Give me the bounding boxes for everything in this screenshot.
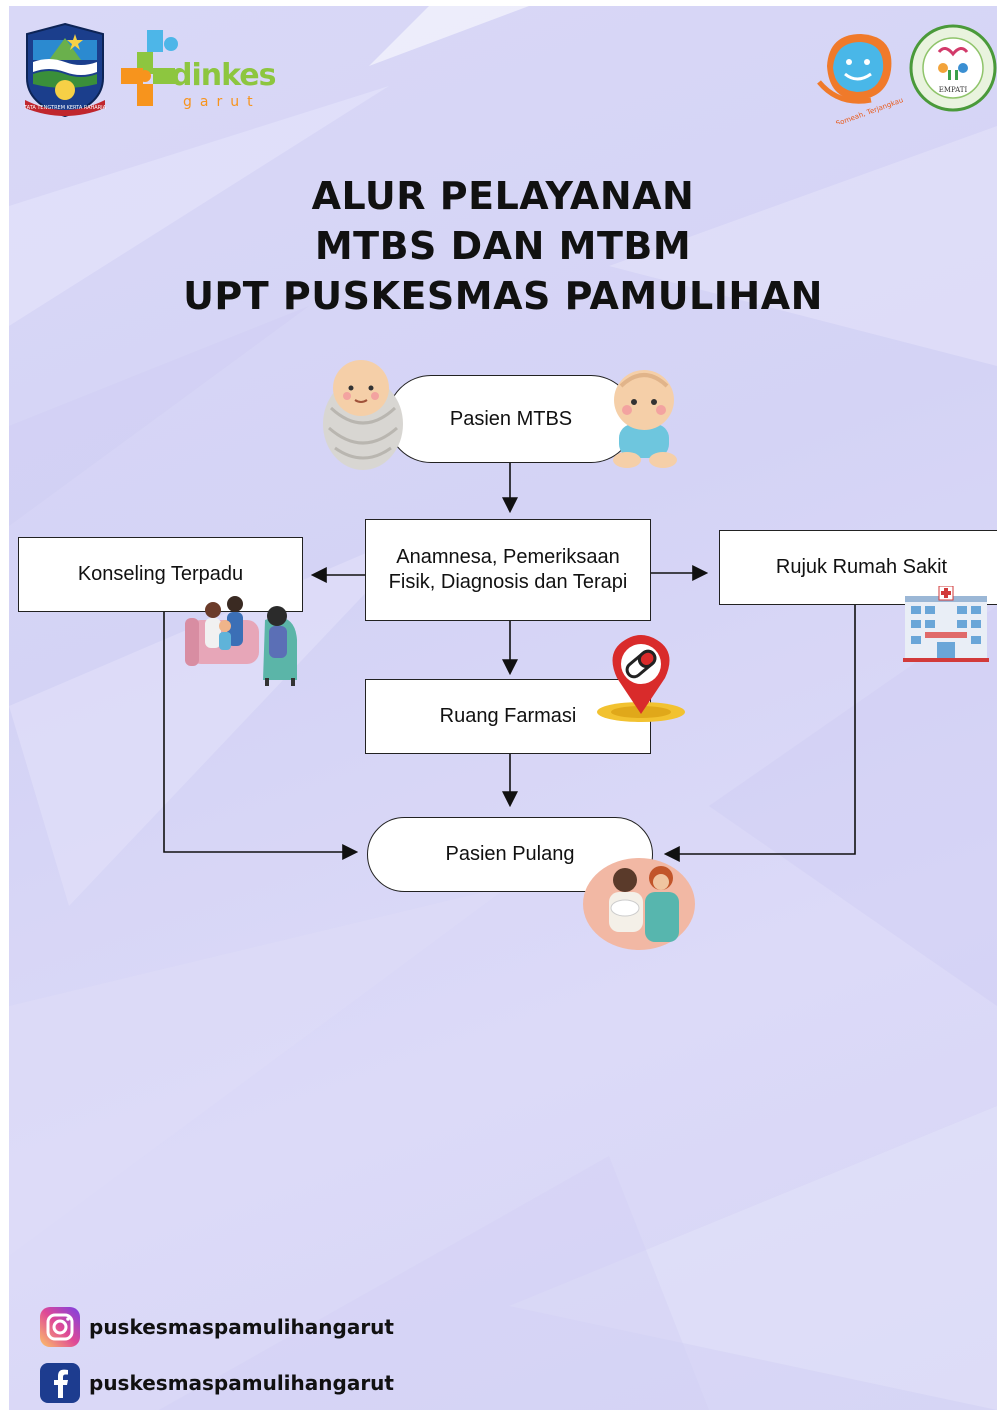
arrow-counseling-to-end [163,611,359,860]
hospital-icon [903,586,989,662]
dinkes-sub: garut [183,94,261,110]
flow-connectors [163,462,856,862]
regency-motto: TATA TENGTREM KERTA RAHARJA [23,105,107,111]
title-line-2: MTBS DAN MTBM [314,224,692,268]
mother-nurse-icon [583,858,695,950]
facebook-handle[interactable]: puskesmaspamulihangarut [89,1371,394,1395]
instagram-row[interactable]: puskesmaspamulihangarut [39,1306,394,1348]
start-node: Pasien MTBS [387,375,635,463]
sitting-baby-icon [613,370,677,468]
title-line-1: ALUR PELAYANAN [311,174,695,218]
arrow-referral-to-end [663,604,856,862]
counseling-label: Konseling Terpadu [77,563,244,585]
dinkes-logo: dinkes garut [117,24,277,114]
swaddled-baby-icon [323,360,403,470]
facebook-row[interactable]: puskesmaspamulihangarut [39,1362,394,1404]
instagram-icon [40,1307,80,1347]
start-label: Pasien MTBS [449,407,573,430]
instagram-handle[interactable]: puskesmaspamulihangarut [89,1315,394,1339]
background-decoration [9,6,997,1410]
referral-label: Rujuk Rumah Sakit [775,556,948,578]
smile-logo-icon: Sigap, Someah, Terjangkau [812,34,904,124]
end-label: Pasien Pulang [445,843,575,865]
counseling-node: Konseling Terpadu [18,537,303,612]
poster: TATA TENGTREM KERTA RAHARJA dinkes garut… [9,6,997,1410]
facebook-icon [40,1363,80,1403]
dinkes-cross-icon [121,30,178,106]
regency-emblem-icon: TATA TENGTREM KERTA RAHARJA [23,22,107,118]
puskesmas-seal-icon: EMPATI [909,24,997,112]
title-line-3: UPT PUSKESMAS PAMULIHAN [183,274,823,318]
pharmacy-label: Ruang Farmasi [439,705,577,727]
medicine-pin-icon [597,635,685,722]
exam-label: Anamnesa, Pemeriksaan Fisik, Diagnosis d… [388,546,628,593]
dinkes-word: dinkes [171,58,276,93]
seal-label: EMPATI [939,86,968,94]
family-counseling-icon [185,596,297,686]
exam-node: Anamnesa, Pemeriksaan Fisik, Diagnosis d… [365,519,651,621]
